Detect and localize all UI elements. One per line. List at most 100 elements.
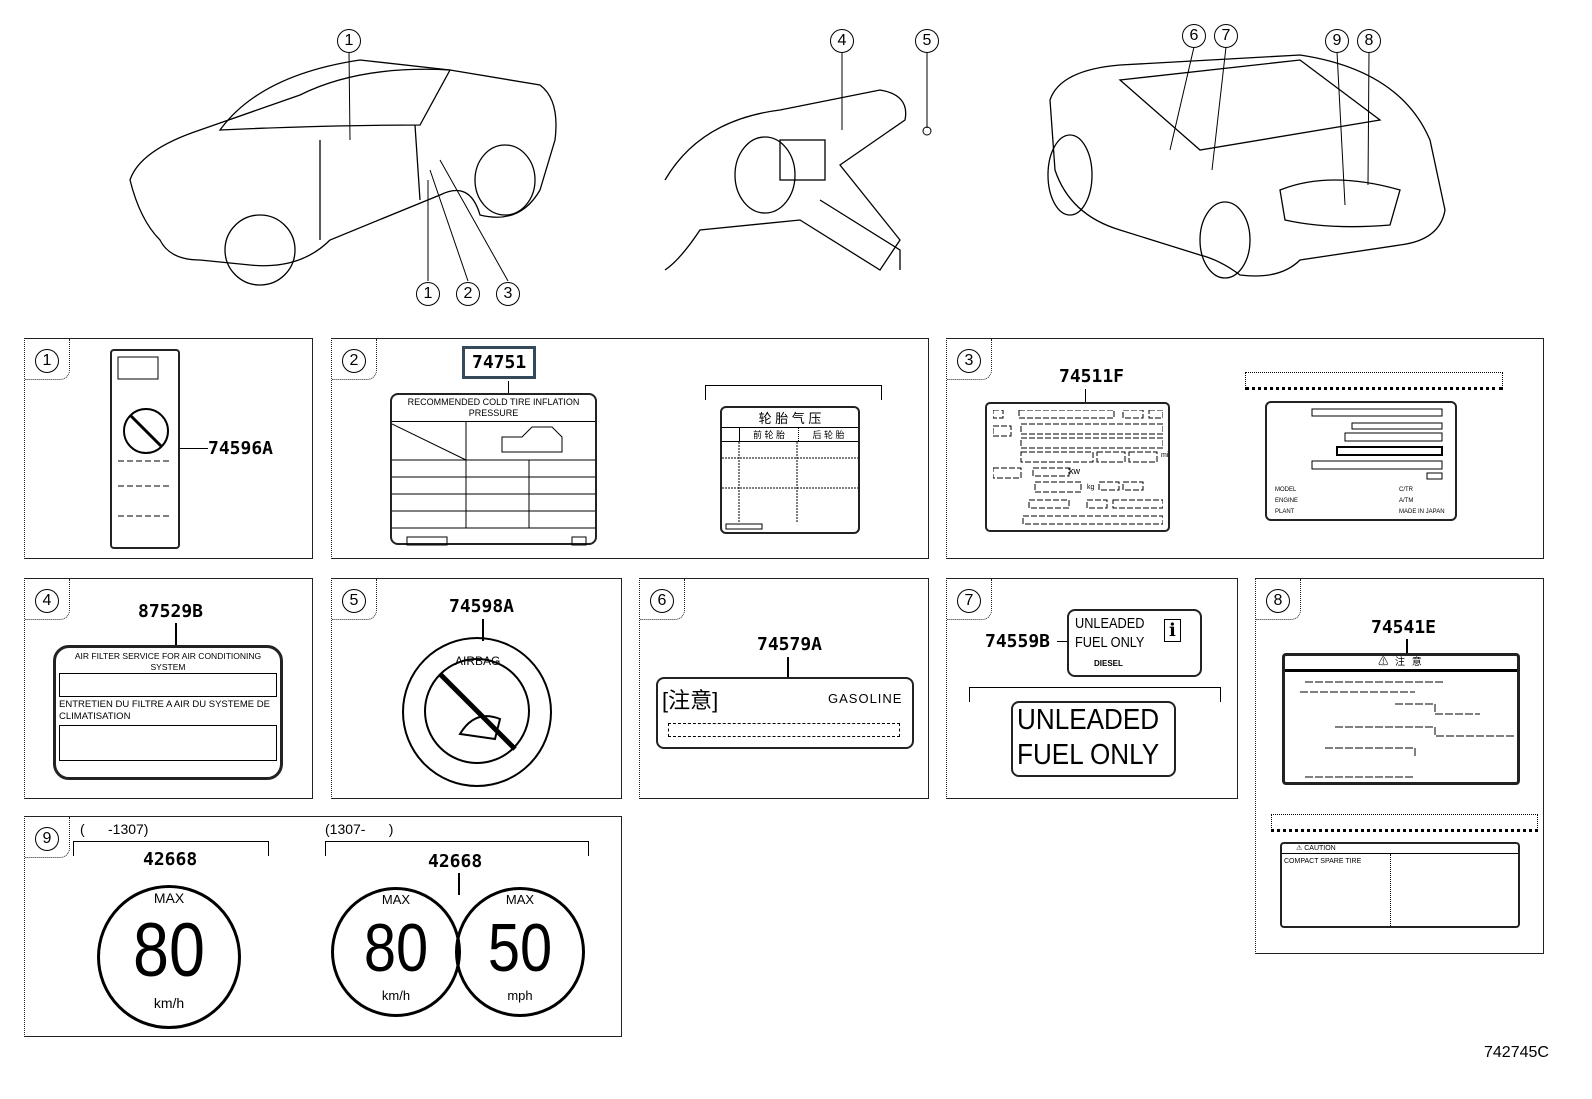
model-label: MODEL: [1275, 487, 1297, 493]
speed-80: 80: [363, 910, 429, 986]
panel-number: 2: [342, 349, 366, 373]
engine-label: ENGINE: [1275, 498, 1299, 504]
ctr-label: C/TR: [1399, 487, 1413, 493]
air-filter-label: AIR FILTER SERVICE FOR AIR CONDITIONING …: [53, 645, 283, 780]
callout-6: 6: [1182, 24, 1206, 48]
part-number[interactable]: 74511F: [1059, 366, 1125, 387]
unleaded-small: UNLEADED: [1075, 615, 1145, 632]
leader-line: [1057, 641, 1067, 642]
air-filter-en: AIR FILTER SERVICE FOR AIR CONDITIONING …: [74, 651, 262, 672]
panel-number: 8: [1266, 589, 1290, 613]
panel-tab: [25, 579, 70, 620]
date-range-before: ( -1307): [80, 821, 149, 837]
kmh-text: km/h: [153, 995, 185, 1011]
leader-line: [458, 873, 460, 895]
callout-7: 7: [1214, 24, 1238, 48]
air-filter-fr: ENTRETIEN DU FILTRE A AIR DU SYSTEME DE …: [59, 699, 270, 722]
airbag-sticker: AIRBAG: [402, 637, 552, 787]
mph-text: mph: [507, 988, 533, 1003]
leader-line: [508, 381, 509, 393]
callout-1-lower: 1: [416, 282, 440, 306]
fuel-label-large: UNLEADED FUEL ONLY: [1011, 701, 1176, 777]
panel-6: 6 74579A [注意] GASOLINE: [639, 578, 929, 799]
part-number-b[interactable]: 42668: [428, 851, 483, 872]
panel-tab: [332, 579, 377, 620]
leader-line: [1085, 389, 1086, 402]
panel-tab: [947, 579, 992, 620]
panel-tab: [25, 817, 70, 858]
spare-tire-text: COMPACT SPARE TIRE: [1284, 858, 1362, 865]
tire-pressure-label: RECOMMENDED COLD TIRE INFLATION PRESSURE: [390, 393, 597, 546]
rear-car-illustration: [1047, 54, 1446, 279]
leader-lines: [348, 46, 1370, 282]
panel-tab: [332, 339, 377, 380]
part-number[interactable]: 87529B: [138, 601, 204, 622]
chinese-tire-label: 轮 胎 气 压 前 轮 胎后 轮 胎: [720, 406, 860, 534]
panel-2: 2 74751 RECOMMENDED COLD TIRE INFLATION …: [331, 338, 929, 559]
panel-9: 9 ( -1307) (1307- ) 42668 42668 MAX 80 k…: [24, 816, 622, 1037]
part-number-a[interactable]: 42668: [143, 849, 198, 870]
atm-label: A/TM: [1399, 498, 1414, 504]
kw-unit: kw: [1069, 466, 1080, 476]
leader-line: [482, 619, 484, 641]
panel-5: 5 74598A AIRBAG: [331, 578, 622, 799]
callout-4: 4: [830, 29, 854, 53]
leader-line: [180, 448, 208, 449]
figure-code: 742745C: [1484, 1044, 1549, 1061]
variant-bracket: [1245, 372, 1503, 390]
callout-5: 5: [915, 29, 939, 53]
gasoline-text: GASOLINE: [828, 691, 903, 706]
diesel-text: DIESEL: [1094, 659, 1123, 668]
vin-plate-label: kw kg mi: [985, 402, 1170, 532]
max-text: MAX: [505, 892, 535, 907]
panel-tab: [947, 339, 992, 380]
warn-header: ⚠ 注 意: [1285, 656, 1517, 672]
airbag-ring-text: AIRBAG: [455, 654, 500, 668]
part-number[interactable]: 74598A: [449, 596, 515, 617]
leader-line: [1406, 639, 1408, 653]
caution-header: ⚠ CAUTION: [1282, 844, 1518, 854]
made-in-label: MADE IN JAPAN: [1399, 509, 1445, 515]
max-text: MAX: [381, 892, 411, 907]
callout-2: 2: [456, 282, 480, 306]
airbag-warning-label: [110, 349, 180, 549]
panel-tab: [640, 579, 685, 620]
dashboard-illustration: [664, 89, 907, 271]
panel-number: 9: [35, 827, 59, 851]
part-number[interactable]: 74596A: [208, 438, 274, 459]
speed-sticker-80-dual: MAX 80 km/h: [331, 887, 461, 1017]
part-number[interactable]: 74559B: [985, 631, 1051, 652]
variant-bracket: [969, 687, 1221, 702]
leader-line: [175, 623, 177, 645]
callout-1: 1: [337, 29, 361, 53]
date-range-after: (1307- ): [325, 821, 394, 837]
fuel-only-small: FUEL ONLY: [1075, 634, 1145, 651]
variant-bracket: [73, 841, 269, 856]
callout-8: 8: [1357, 29, 1381, 53]
speed-80: 80: [133, 908, 205, 993]
cn-front: 前 轮 胎: [740, 428, 799, 441]
speed-sticker-50-dual: MAX 50 mph: [455, 887, 585, 1017]
part-number[interactable]: 74541E: [1371, 617, 1437, 638]
panel-number: 5: [342, 589, 366, 613]
part-number[interactable]: 74579A: [757, 634, 823, 655]
panel-4: 4 87529B AIR FILTER SERVICE FOR AIR COND…: [24, 578, 313, 799]
panel-1: 1 74596A: [24, 338, 313, 559]
panel-number: 3: [957, 349, 981, 373]
panel-8: 8 74541E ⚠ 注 意 ⚠ CAUTION COMPACT SPARE T…: [1255, 578, 1544, 954]
vehicle-illustrations: [129, 46, 1446, 286]
cn-title: 轮 胎 气 压: [722, 408, 858, 428]
jp-caution-label: ⚠ 注 意: [1282, 653, 1520, 785]
caution-jp: [注意]: [662, 688, 719, 713]
part-number-highlighted[interactable]: 74751: [462, 346, 537, 379]
gasoline-caution-label: [注意] GASOLINE: [656, 677, 914, 749]
variant-bracket: [705, 385, 882, 400]
panel-tab: [25, 339, 70, 380]
fuel-only-large: FUEL ONLY: [1017, 739, 1160, 771]
panel-number: 7: [957, 589, 981, 613]
